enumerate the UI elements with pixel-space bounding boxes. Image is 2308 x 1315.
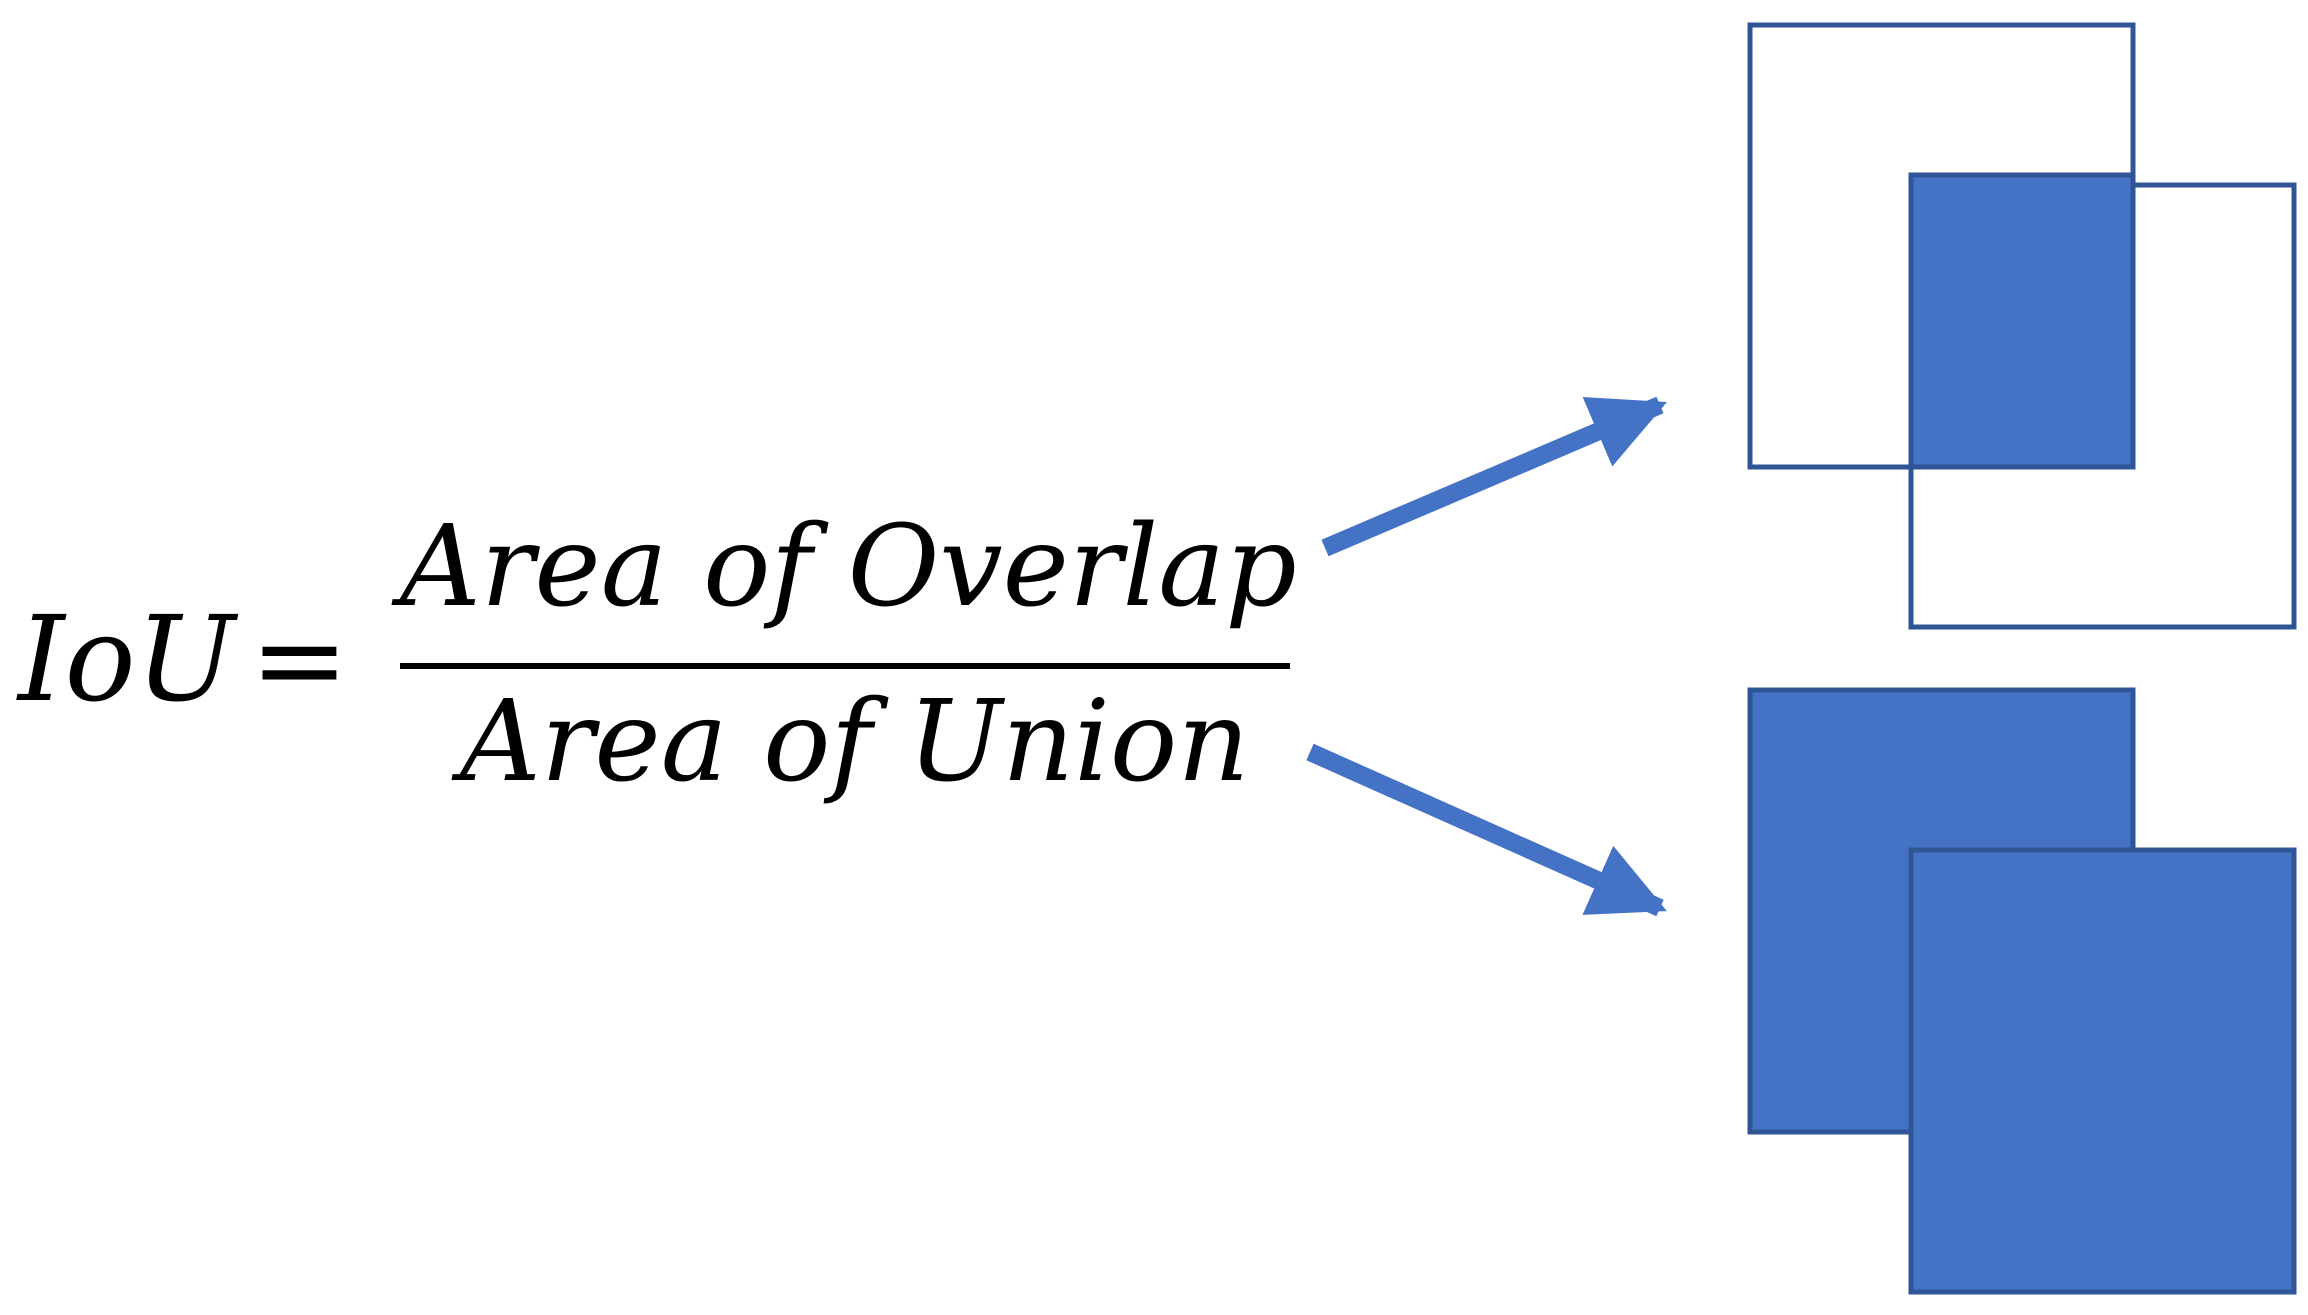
overlap-region (1908, 172, 2136, 470)
formula-denominator: Area of Union (451, 677, 1249, 807)
union-illustration (1747, 687, 2297, 1295)
iou-formula: IoU = Area of Overlap Area of Union (16, 502, 1297, 807)
arrow-to-union (1306, 743, 1667, 917)
formula-lhs: IoU (16, 590, 239, 728)
overlap-illustration (1747, 22, 2297, 630)
box-b-filled (1908, 847, 2297, 1295)
arrow-to-overlap (1321, 396, 1667, 557)
formula-numerator: Area of Overlap (391, 502, 1297, 632)
formula-equals: = (250, 590, 349, 728)
